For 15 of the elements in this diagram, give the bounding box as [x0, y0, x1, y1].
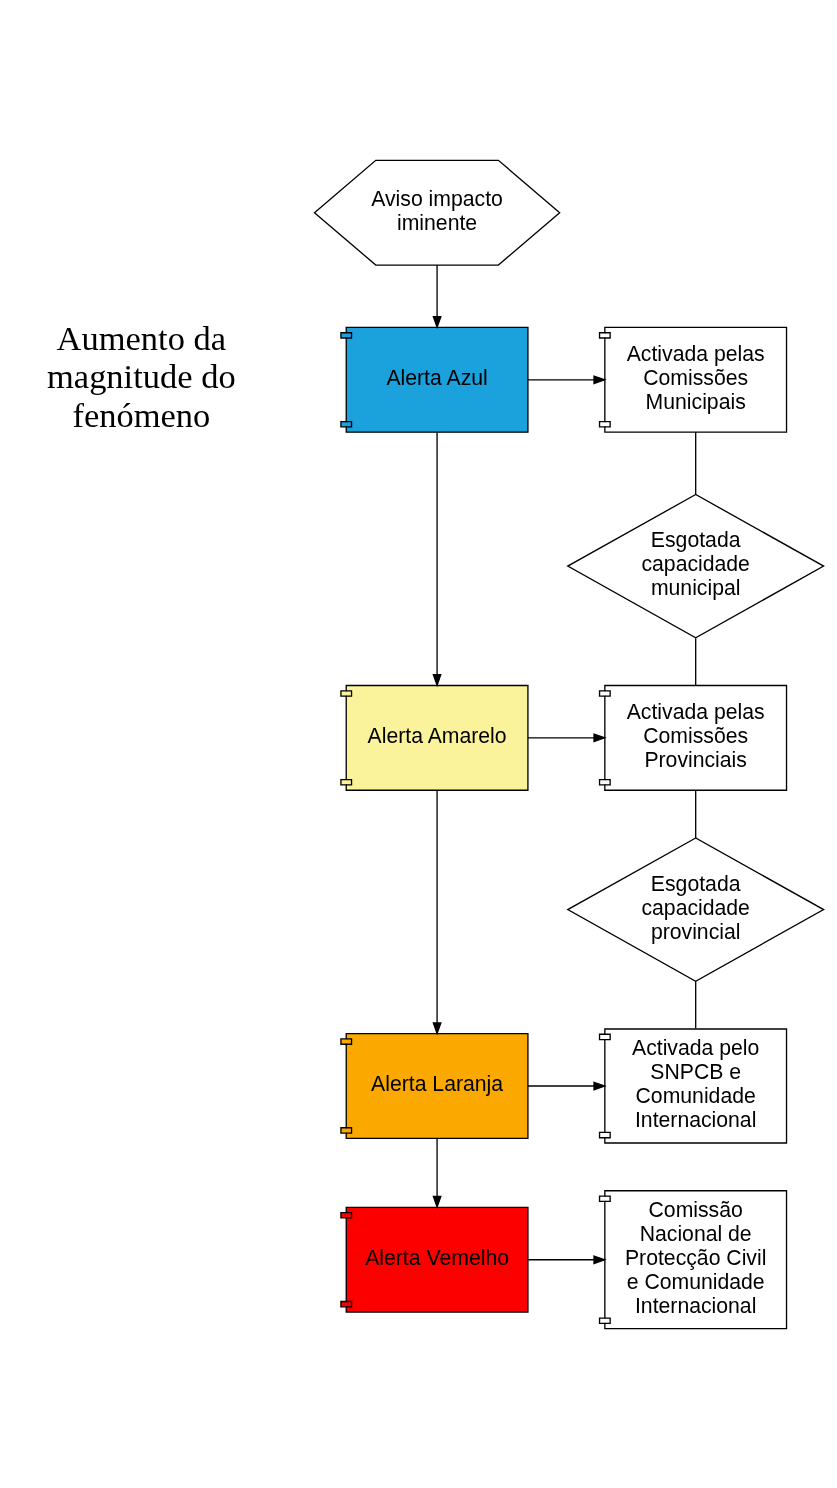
arrow: [527, 732, 607, 742]
connector: [695, 789, 697, 839]
connector: [695, 431, 697, 495]
arrow: [527, 1254, 607, 1264]
arrow: [527, 1080, 607, 1091]
node-diamond: Esgotada capacidade provincial: [566, 836, 825, 982]
connector: [695, 637, 697, 686]
connector: [695, 980, 697, 1029]
node-diamond: Esgotada capacidade municipal: [566, 493, 825, 638]
arrow: [527, 374, 607, 384]
arrow: [432, 263, 442, 329]
arrow: [432, 789, 442, 1036]
label: Aumento da magnitude do fenómeno: [47, 318, 236, 434]
arrow: [432, 1137, 442, 1209]
arrow: [432, 431, 442, 687]
